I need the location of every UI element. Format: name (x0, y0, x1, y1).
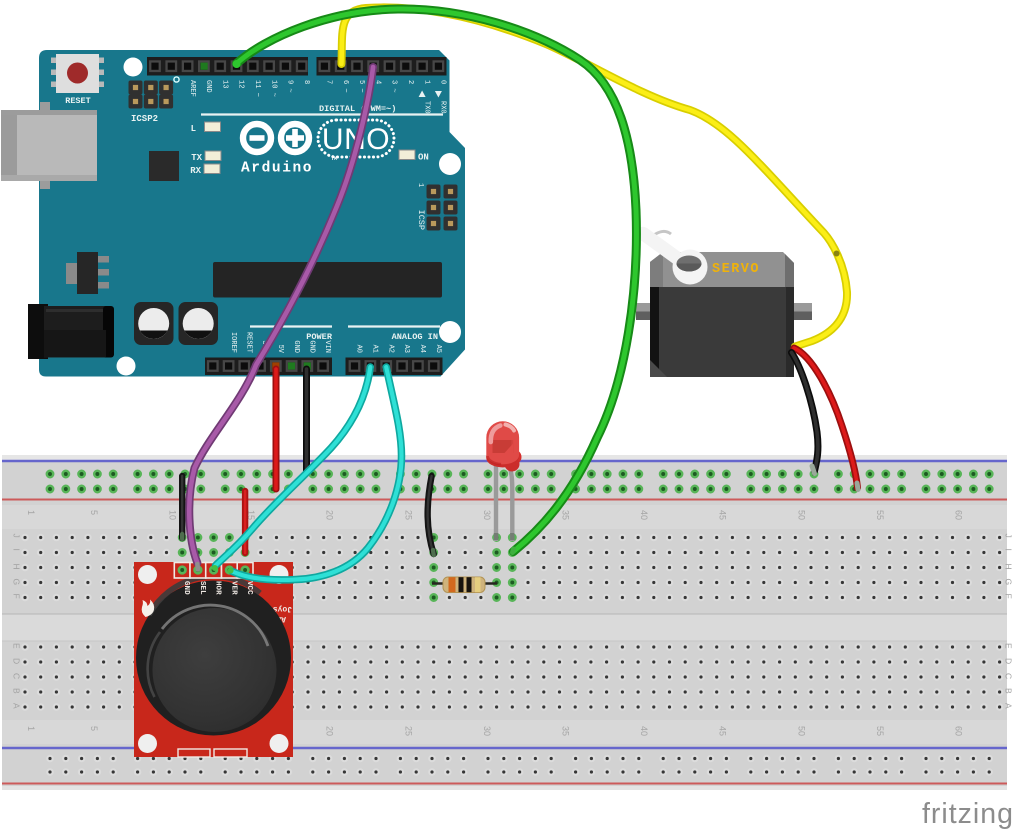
svg-text:30: 30 (482, 726, 492, 736)
svg-text:2: 2 (406, 80, 414, 84)
svg-text:IOREF: IOREF (229, 332, 237, 353)
svg-text:RESET: RESET (245, 332, 253, 353)
svg-text:fritzing: fritzing (922, 798, 1014, 830)
svg-text:I: I (1004, 549, 1014, 551)
svg-text:RX: RX (190, 166, 201, 176)
svg-text:SEL: SEL (198, 581, 206, 595)
svg-text:1: 1 (26, 726, 36, 731)
svg-text:H: H (1004, 564, 1014, 570)
svg-text:SERVO: SERVO (712, 262, 760, 277)
svg-text:D: D (1004, 658, 1014, 664)
svg-text:C: C (1004, 673, 1014, 679)
svg-text:B: B (12, 688, 22, 694)
svg-text:9 ~: 9 ~ (286, 80, 294, 93)
svg-text:F: F (1004, 594, 1014, 599)
svg-text:HOR: HOR (214, 581, 222, 595)
svg-text:20: 20 (325, 726, 335, 736)
svg-text:C: C (12, 673, 22, 679)
svg-text:TX: TX (191, 153, 202, 163)
svg-text:ICSP2: ICSP2 (131, 114, 158, 124)
svg-text:1: 1 (422, 80, 430, 84)
svg-text:L: L (191, 124, 196, 134)
svg-text:J: J (12, 534, 22, 538)
svg-text:A0: A0 (355, 345, 363, 353)
svg-text:40: 40 (639, 726, 649, 736)
svg-text:45: 45 (718, 510, 728, 520)
svg-text:DIGITAL (PWM=~): DIGITAL (PWM=~) (319, 104, 396, 114)
svg-text:TX0: TX0 (422, 101, 430, 114)
svg-text:F: F (12, 594, 22, 599)
svg-text:ANALOG IN: ANALOG IN (392, 332, 438, 342)
svg-text:25: 25 (403, 510, 413, 520)
svg-text:1: 1 (26, 510, 36, 515)
svg-text:RX0: RX0 (439, 101, 447, 114)
svg-text:TM: TM (331, 156, 337, 162)
svg-text:45: 45 (718, 726, 728, 736)
svg-text:VCC: VCC (245, 581, 253, 595)
svg-text:12: 12 (237, 80, 245, 88)
svg-text:0: 0 (439, 80, 447, 84)
svg-text:H: H (12, 564, 22, 570)
svg-text:20: 20 (325, 510, 335, 520)
svg-text:55: 55 (875, 726, 885, 736)
svg-text:15: 15 (246, 510, 256, 520)
svg-text:RESET: RESET (65, 96, 91, 106)
svg-text:POWER: POWER (306, 332, 333, 342)
svg-text:GND: GND (182, 581, 190, 595)
svg-text:6 ~: 6 ~ (341, 80, 349, 93)
svg-text:G: G (12, 579, 22, 586)
svg-text:5 ~: 5 ~ (357, 80, 365, 93)
svg-text:VER: VER (229, 581, 237, 595)
svg-text:1: 1 (416, 183, 424, 187)
svg-text:A4: A4 (418, 345, 426, 353)
svg-text:Arduino: Arduino (241, 161, 313, 177)
svg-text:13: 13 (220, 80, 228, 88)
svg-text:A3: A3 (402, 345, 410, 353)
svg-text:60: 60 (954, 726, 964, 736)
svg-text:11 ~: 11 ~ (253, 80, 261, 97)
svg-text:55: 55 (875, 510, 885, 520)
svg-text:8: 8 (302, 80, 310, 84)
svg-text:5: 5 (89, 510, 99, 515)
svg-text:I: I (12, 549, 22, 551)
svg-text:GND: GND (204, 80, 212, 93)
svg-text:A: A (12, 703, 22, 709)
svg-text:60: 60 (954, 510, 964, 520)
svg-text:10 ~: 10 ~ (269, 80, 277, 97)
svg-text:ICSP: ICSP (416, 210, 426, 230)
svg-text:25: 25 (403, 726, 413, 736)
svg-text:A: A (1004, 703, 1014, 709)
svg-text:AREF: AREF (188, 80, 196, 97)
svg-text:5V: 5V (276, 345, 284, 354)
svg-text:50: 50 (796, 726, 806, 736)
svg-text:30: 30 (482, 510, 492, 520)
svg-text:35: 35 (561, 726, 571, 736)
svg-text:A1: A1 (371, 345, 379, 353)
svg-text:40: 40 (639, 510, 649, 520)
svg-text:A5: A5 (434, 345, 442, 353)
svg-text:ON: ON (418, 153, 429, 163)
svg-text:J: J (1004, 534, 1014, 538)
svg-text:GND: GND (308, 340, 316, 353)
svg-text:VIN: VIN (323, 340, 331, 353)
svg-text:5: 5 (89, 726, 99, 731)
svg-text:7: 7 (325, 80, 333, 84)
svg-text:4: 4 (373, 80, 381, 84)
svg-text:E: E (1004, 643, 1014, 649)
svg-text:GND: GND (292, 340, 300, 353)
svg-text:B: B (1004, 688, 1014, 694)
svg-text:G: G (1004, 579, 1014, 586)
svg-text:35: 35 (561, 510, 571, 520)
svg-text:E: E (12, 643, 22, 649)
svg-text:50: 50 (796, 510, 806, 520)
svg-text:A2: A2 (386, 345, 394, 353)
svg-text:D: D (12, 658, 22, 664)
svg-text:3 ~: 3 ~ (390, 80, 398, 93)
svg-text:10: 10 (168, 510, 178, 520)
